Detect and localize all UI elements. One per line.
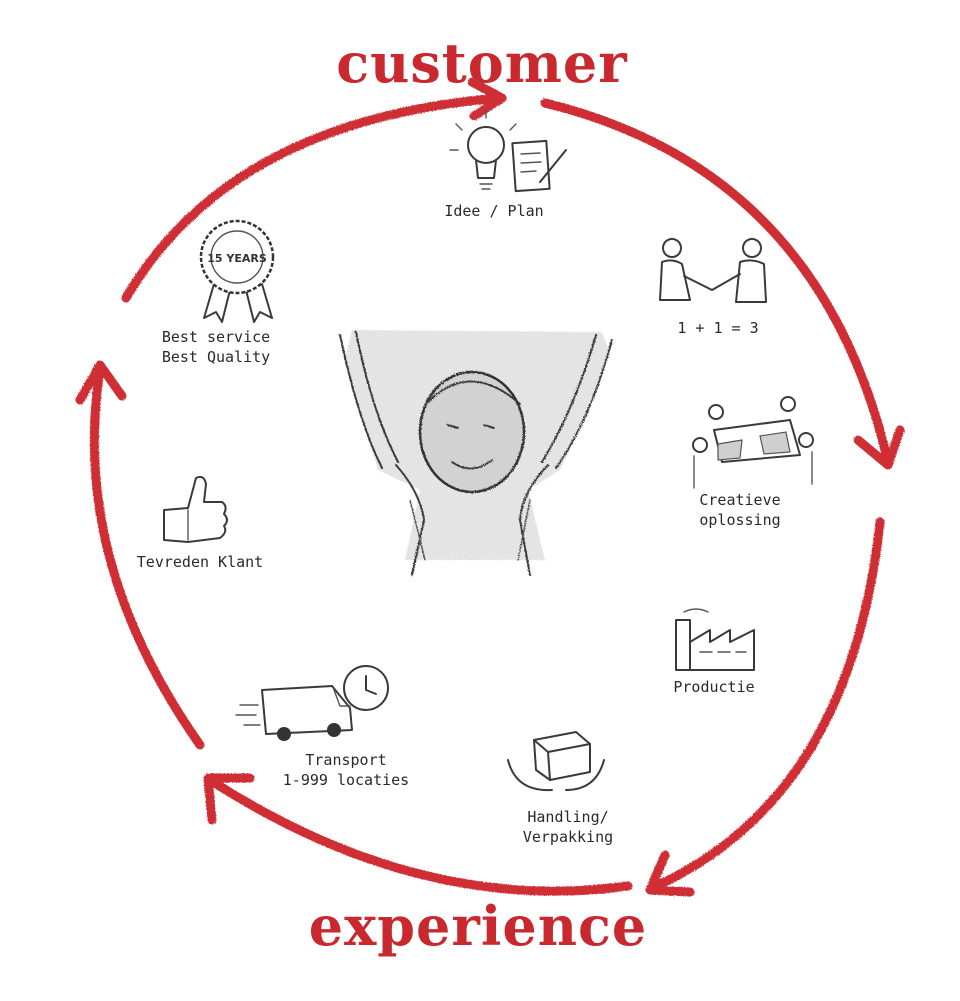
- step-label-line1: Idee / Plan: [444, 202, 543, 220]
- truck-and-clock-icon: [235, 665, 389, 741]
- cycle-arrows: [75, 77, 905, 897]
- badge-text: 15 YEARS: [207, 252, 267, 265]
- arrow-bottom-left: [203, 773, 633, 896]
- arrow-bottom-right: [645, 517, 885, 897]
- meeting-table-icon: [692, 396, 814, 489]
- step-label-line1: Best service: [162, 328, 270, 346]
- step-transport: Transport 1-999 locaties: [235, 665, 409, 789]
- cheering-person-icon: [339, 330, 613, 576]
- box-in-hands-icon: [507, 731, 605, 792]
- title-bottom: experience: [309, 894, 647, 958]
- thumbs-up-icon: [163, 475, 228, 543]
- award-rosette-icon: 15 YEARS: [199, 219, 275, 323]
- handshake-icon: [659, 238, 767, 303]
- step-label-line1: Handling/: [527, 808, 608, 826]
- step-productie: Productie: [673, 608, 755, 696]
- step-label-line1: Productie: [673, 678, 754, 696]
- step-best-service: 15 YEARS Best service Best Quality: [162, 219, 275, 366]
- step-handling-verpakking: Handling/ Verpakking: [507, 731, 613, 846]
- step-label-line1: 1 + 1 = 3: [677, 319, 758, 337]
- step-label-line1: Tevreden Klant: [137, 553, 263, 571]
- arrow-left: [75, 360, 205, 750]
- step-label-line2: Verpakking: [523, 828, 613, 846]
- step-tevreden-klant: Tevreden Klant: [137, 475, 263, 571]
- step-label-line2: Best Quality: [162, 348, 270, 366]
- step-idee-plan: Idee / Plan: [444, 109, 567, 220]
- step-label-line2: 1-999 locaties: [283, 771, 409, 789]
- step-label-line1: Transport: [305, 751, 386, 769]
- arrow-top-left: [121, 77, 507, 303]
- lightbulb-and-document-icon: [449, 109, 567, 193]
- step-one-plus-one: 1 + 1 = 3: [659, 238, 767, 337]
- step-creatieve-oplossing: Creatieve oplossing: [692, 396, 814, 529]
- step-label-line1: Creatieve: [699, 491, 780, 509]
- step-label-line2: oplossing: [699, 511, 780, 529]
- factory-icon: [675, 608, 755, 671]
- arrow-top-right: [540, 98, 905, 470]
